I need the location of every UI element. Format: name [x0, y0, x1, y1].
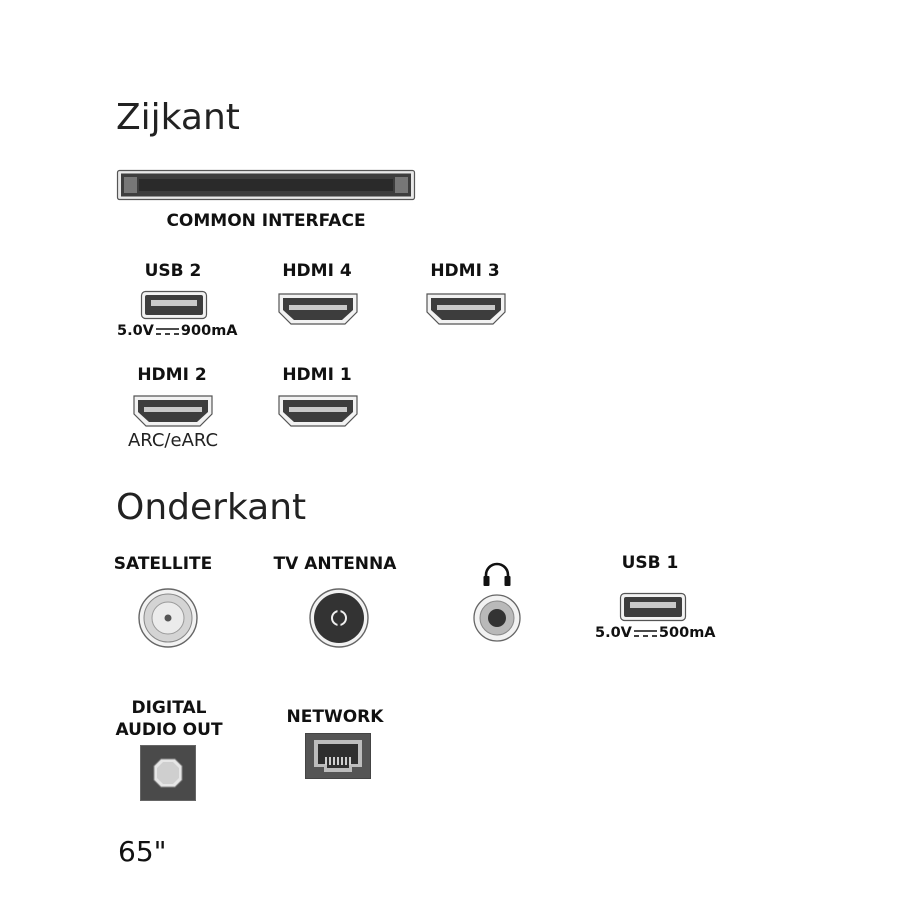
hdmi2-port [133, 395, 213, 427]
network-label: NETWORK [286, 707, 384, 727]
usb2-label: USB 2 [144, 261, 202, 281]
digital-audio-label-line1: DIGITAL [131, 698, 207, 718]
headphone-icon [483, 562, 511, 586]
satellite-connector [138, 588, 198, 648]
tv-antenna-label: TV ANTENNA [273, 554, 397, 574]
usb2-port [140, 290, 208, 320]
digital-audio-label-line2: AUDIO OUT [115, 720, 223, 740]
dc-symbol-icon [633, 629, 657, 637]
headphone-jack [473, 594, 521, 642]
hdmi3-port [426, 293, 506, 325]
tv-antenna-connector [309, 588, 369, 648]
network-port [305, 733, 371, 779]
hdmi3-label: HDMI 3 [430, 261, 500, 281]
screen-size-note: 65" [118, 835, 167, 868]
hdmi4-port [278, 293, 358, 325]
common-interface-slot [116, 169, 416, 201]
digital-audio-out-label: DIGITAL AUDIO OUT [108, 697, 230, 741]
usb1-port [619, 592, 687, 622]
hdmi1-label: HDMI 1 [282, 365, 352, 385]
side-section-title: Zijkant [116, 97, 240, 138]
hdmi4-label: HDMI 4 [282, 261, 352, 281]
hdmi2-arc-note: ARC/eARC [127, 430, 219, 451]
common-interface-label: COMMON INTERFACE [166, 211, 366, 231]
satellite-label: SATELLITE [113, 554, 213, 574]
dc-symbol-icon [155, 327, 179, 335]
usb1-label: USB 1 [621, 553, 679, 573]
hdmi2-label: HDMI 2 [137, 365, 207, 385]
optical-audio-port [140, 745, 196, 801]
hdmi1-port [278, 395, 358, 427]
bottom-section-title: Onderkant [116, 487, 307, 528]
